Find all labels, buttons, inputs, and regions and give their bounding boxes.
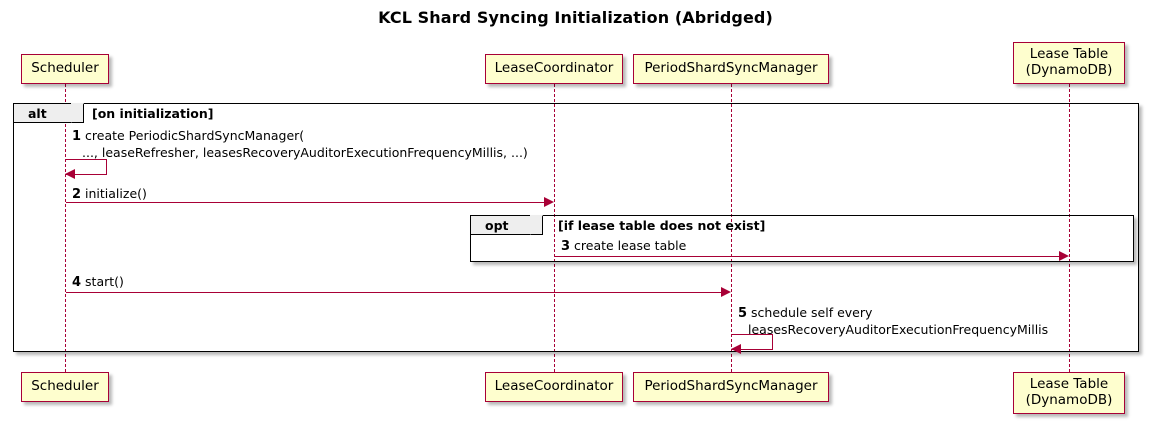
participant-label: Scheduler [31,60,99,77]
message-4-line1: 4 start() [72,274,124,291]
lifeline-lease-table [1069,84,1070,372]
participant-lease-table-bottom[interactable]: Lease Table (DynamoDB) [1013,372,1125,414]
message-1-line1: 1 create PeriodicShardSyncManager( [72,128,528,145]
participant-label: LeaseCoordinator [494,60,614,77]
participant-label-line2: (DynamoDB) [1025,392,1113,408]
message-1-line2: ..., leaseRefresher, leasesRecoveryAudit… [82,144,528,160]
message-3-text: 3 create lease table [561,238,686,255]
message-1-self-loop [65,159,107,175]
participant-scheduler-top[interactable]: Scheduler [21,54,109,84]
participant-lease-table-top[interactable]: Lease Table (DynamoDB) [1013,42,1125,84]
message-5-label-1: schedule self every [751,305,873,320]
message-1-number: 1 [72,129,82,144]
message-2-line [66,202,545,203]
fragment-alt-guard: [on initialization] [92,106,214,121]
fragment-opt-operator-tab: opt [471,215,543,235]
message-4-text: 4 start() [72,274,124,291]
fragment-opt: opt [470,215,1134,262]
participant-label-line1: Lease Table [1029,376,1109,393]
participant-lease-coordinator-top[interactable]: LeaseCoordinator [485,54,623,84]
message-4-line [66,292,722,293]
message-4-label: start() [85,274,124,289]
participant-label-line2: (DynamoDB) [1025,62,1113,78]
message-3-line [555,256,1060,257]
message-2-line1: 2 initialize() [72,186,147,203]
message-5-text: 5 schedule self every leasesRecoveryAudi… [738,305,1048,337]
fragment-alt: alt [13,103,1139,352]
message-3-label: create lease table [574,238,687,253]
participant-label: LeaseCoordinator [494,378,614,395]
fragment-opt-guard: [if lease table does not exist] [558,218,766,233]
message-1-arrowhead [65,169,75,179]
message-2-number: 2 [72,187,82,202]
message-5-line1: 5 schedule self every [738,305,1048,322]
message-2-arrowhead [544,197,554,207]
participant-scheduler-bottom[interactable]: Scheduler [21,372,109,402]
participant-lease-coordinator-bottom[interactable]: LeaseCoordinator [485,372,623,402]
message-2-label: initialize() [85,186,147,201]
message-4-number: 4 [72,275,82,290]
lifeline-period-shard-sync-manager [731,84,732,372]
message-1-label-1: create PeriodicShardSyncManager( [85,128,305,143]
message-3-line1: 3 create lease table [561,238,686,255]
message-1-text: 1 create PeriodicShardSyncManager( ..., … [72,128,528,160]
diagram-title: KCL Shard Syncing Initialization (Abridg… [378,8,773,27]
fragment-alt-operator-label: alt [28,105,47,121]
message-2-text: 2 initialize() [72,186,147,203]
message-3-arrowhead [1059,251,1069,261]
message-3-number: 3 [561,239,571,254]
message-5-self-loop [731,334,773,350]
participant-label-line1: Lease Table [1029,46,1109,63]
message-4-arrowhead [721,287,731,297]
message-5-arrowhead [731,344,741,354]
fragment-opt-operator-label: opt [485,217,509,233]
participant-label: PeriodShardSyncManager [644,378,818,395]
participant-label: Scheduler [31,378,99,395]
message-5-line2: leasesRecoveryAuditorExecutionFrequencyM… [748,321,1049,337]
lifeline-scheduler [65,84,66,372]
message-5-number: 5 [738,306,748,321]
participant-label: PeriodShardSyncManager [644,60,818,77]
participant-period-shard-sync-manager-top[interactable]: PeriodShardSyncManager [633,54,829,84]
fragment-alt-operator-tab: alt [14,103,84,123]
lifeline-lease-coordinator [554,84,555,372]
participant-period-shard-sync-manager-bottom[interactable]: PeriodShardSyncManager [633,372,829,402]
